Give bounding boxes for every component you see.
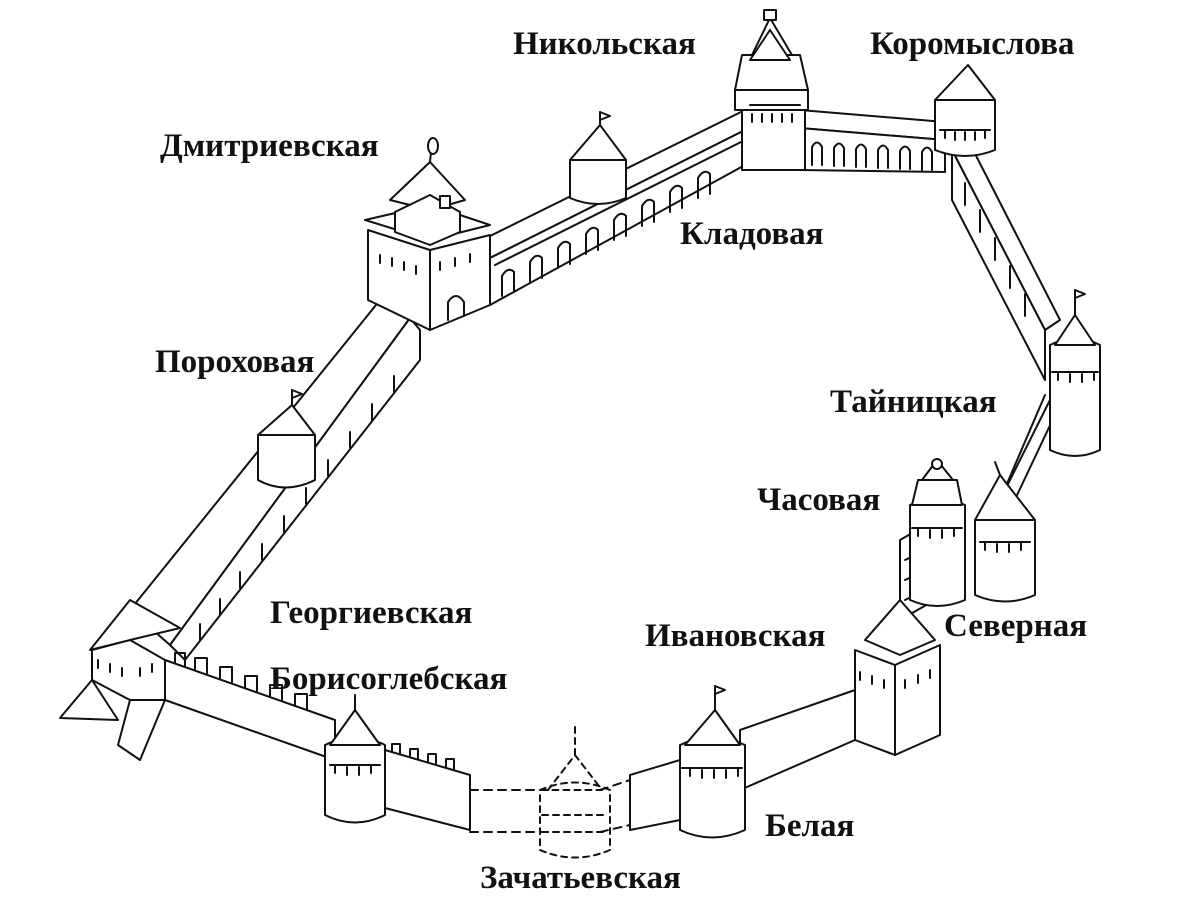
label-porokhovaya: Пороховая	[155, 344, 315, 380]
label-kladovaya: Кладовая	[680, 216, 824, 252]
label-borisoglebskaya: Борисоглебская	[270, 661, 508, 697]
wall-south-right	[629, 759, 681, 831]
dmitrievskaya-tower	[364, 137, 491, 331]
tainitskaya-tower	[1049, 289, 1101, 457]
label-zachatievskaya: Зачатьевская	[480, 860, 681, 896]
nikolskaya-tower	[734, 9, 809, 171]
label-tainitskaya: Тайницкая	[830, 384, 997, 420]
ivanovskaya-tower	[854, 591, 941, 756]
borisoglebskaya-tower	[59, 599, 181, 761]
chasovaya-tower	[909, 458, 966, 607]
label-belaya: Белая	[765, 808, 855, 844]
belaya-tower	[679, 685, 746, 839]
wall-south-left	[384, 743, 471, 831]
label-koromyslova: Коромыслова	[870, 26, 1075, 62]
kladovaya-tower	[569, 111, 627, 205]
label-ivanovskaya: Ивановская	[645, 618, 826, 654]
label-nikolskaya: Никольская	[513, 26, 696, 62]
severnaya-tower	[974, 461, 1036, 603]
wall-southeast	[739, 689, 856, 791]
label-severnaya: Северная	[944, 608, 1088, 644]
porokhovaya-tower	[257, 389, 316, 489]
wall-east	[951, 139, 1061, 381]
label-georgievskaya: Георгиевская	[270, 595, 473, 631]
koromyslova-tower	[934, 64, 996, 157]
label-chasovaya: Часовая	[757, 482, 881, 518]
label-dmitrievskaya: Дмитриевская	[160, 128, 379, 164]
southwest-round-tower	[324, 694, 386, 824]
zachatievskaya-tower-ruin	[539, 724, 611, 859]
wall-north	[799, 109, 946, 173]
